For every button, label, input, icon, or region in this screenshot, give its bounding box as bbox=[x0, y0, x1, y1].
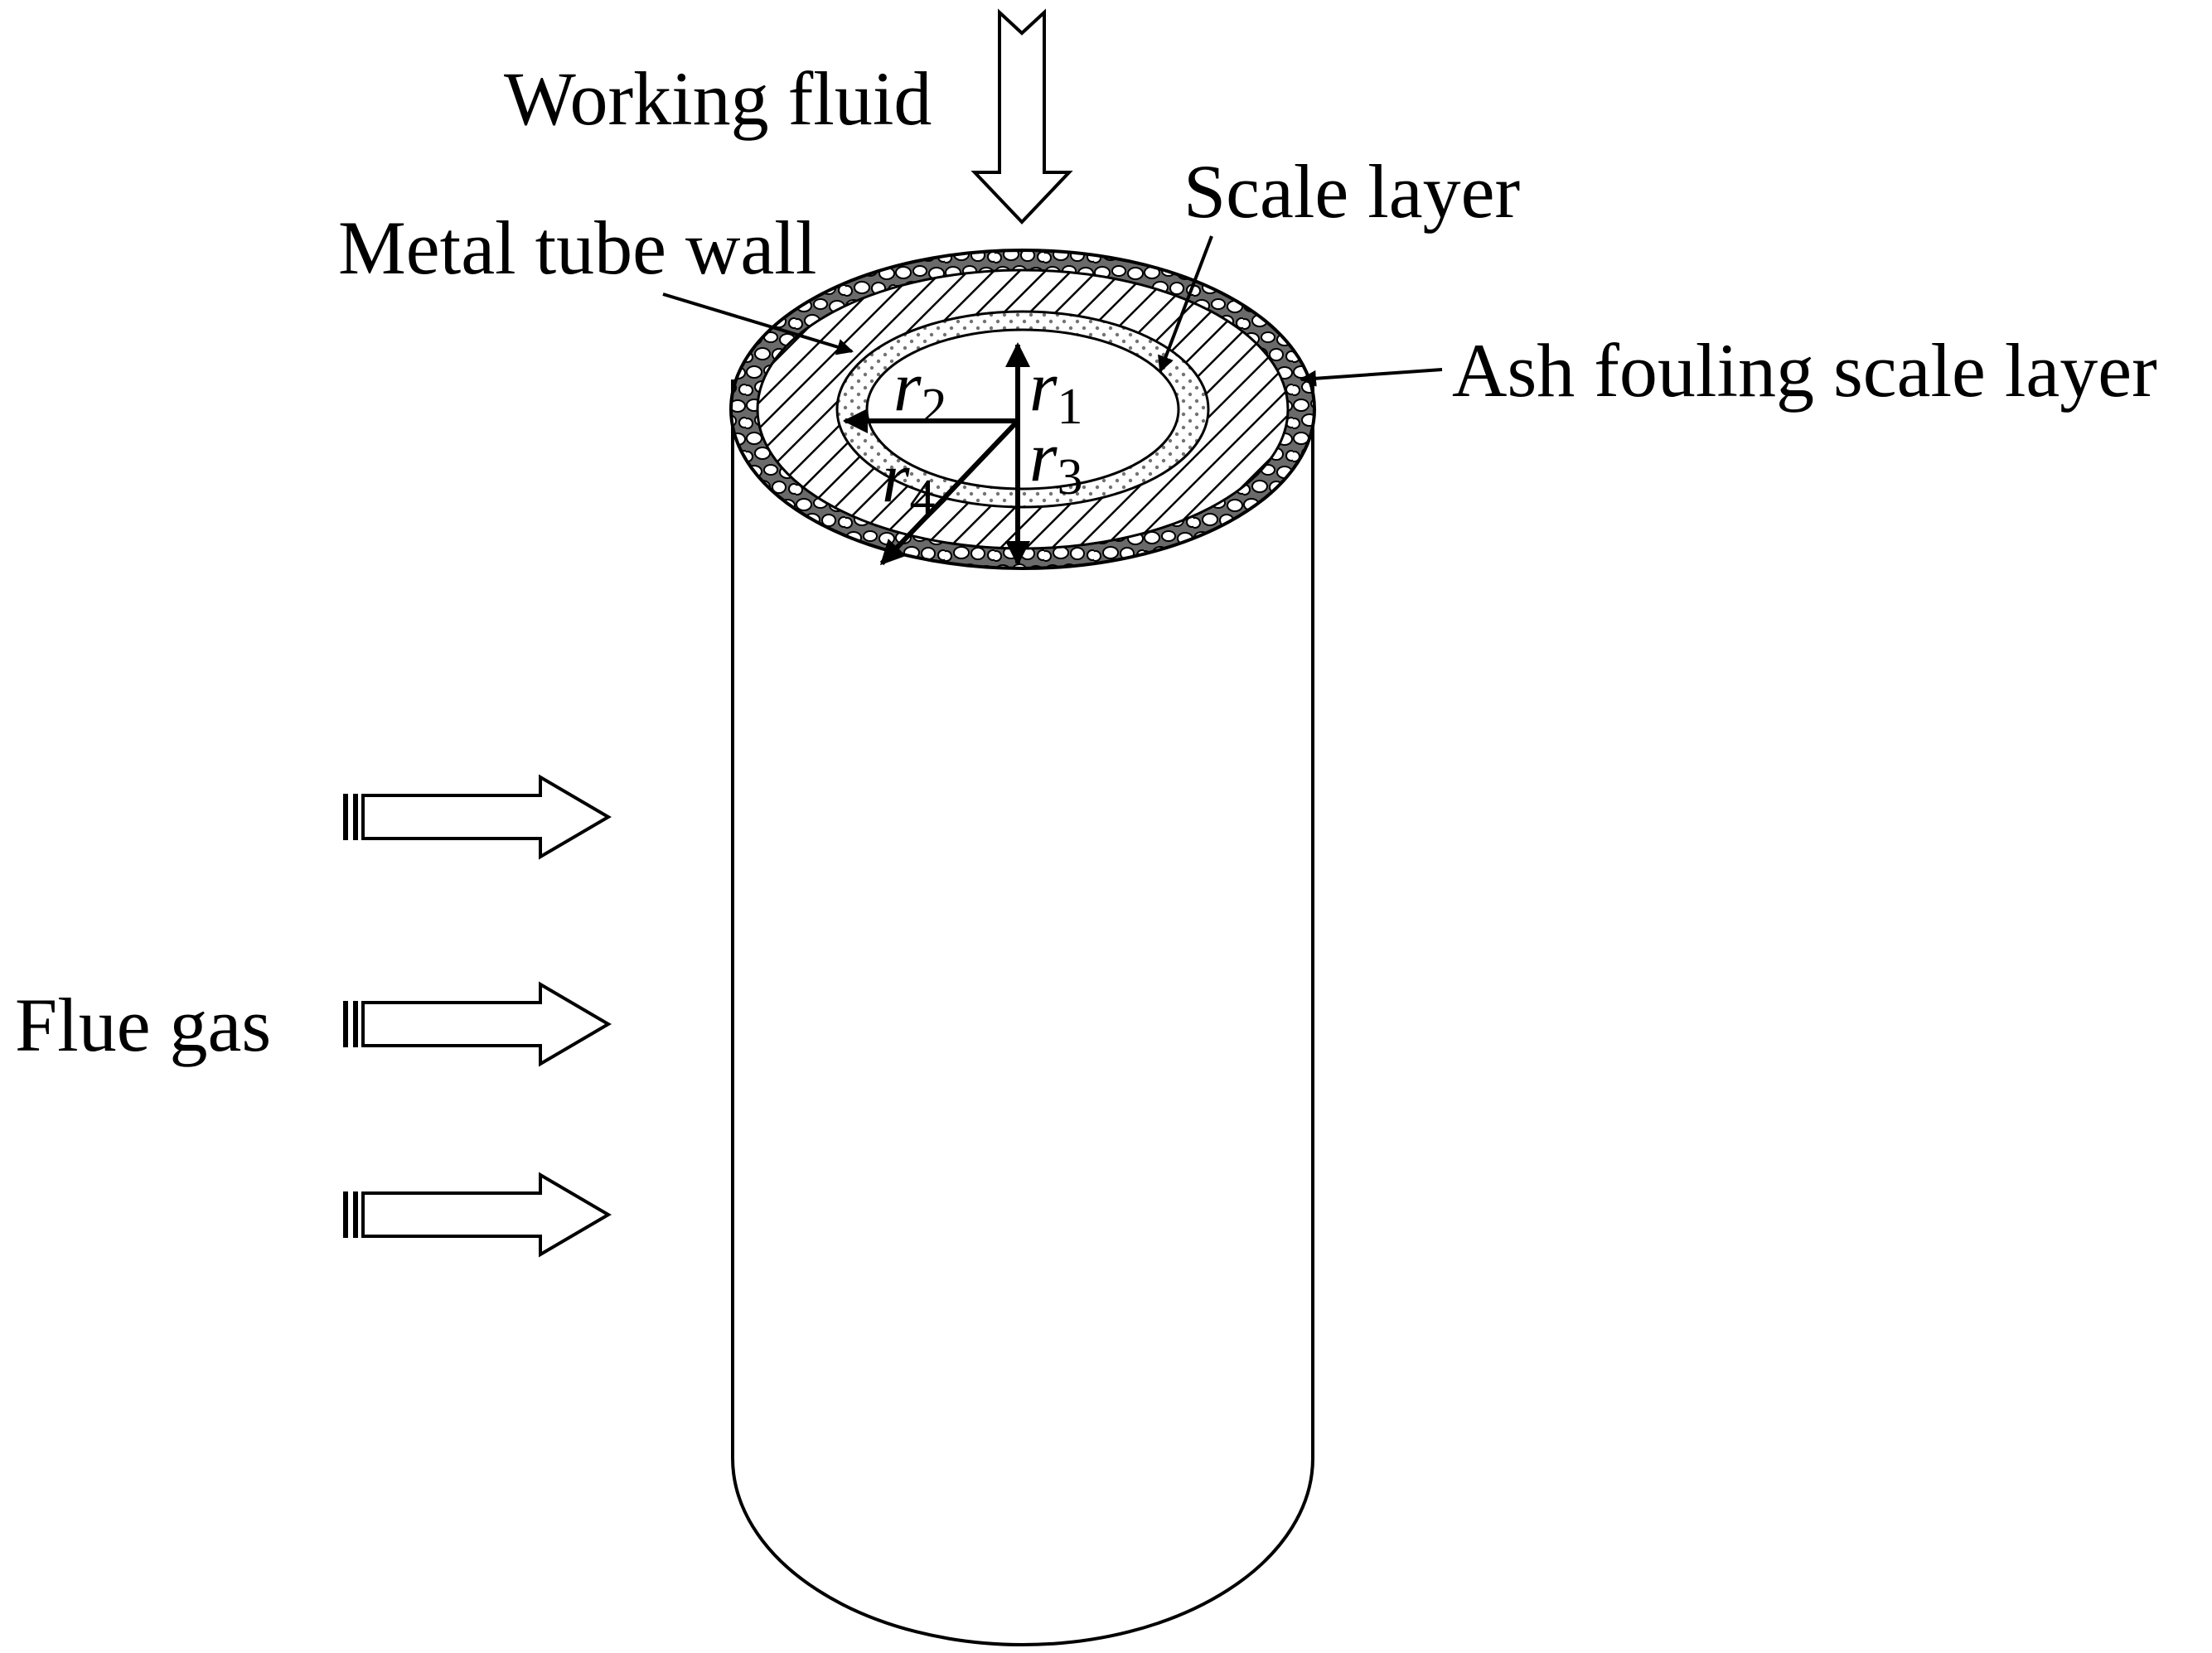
working-fluid-arrow bbox=[970, 8, 1073, 225]
metal-wall-pointer bbox=[662, 292, 854, 355]
r1-label: r1 bbox=[1029, 346, 1082, 435]
pointer-lines bbox=[662, 235, 1443, 387]
ash-layer-pointer bbox=[1300, 368, 1443, 387]
r2-label: r2 bbox=[893, 346, 946, 435]
flue-gas-label: Flue gas bbox=[15, 983, 271, 1067]
scale-layer-label: Scale layer bbox=[1183, 149, 1520, 234]
scale-layer-pointer bbox=[1158, 235, 1213, 373]
flue-gas-arrow bbox=[343, 774, 612, 860]
tube-body bbox=[731, 379, 1314, 1646]
ash-fouling-scale-layer-label: Ash fouling scale layer bbox=[1452, 328, 2157, 413]
metal-tube-wall-label: Metal tube wall bbox=[338, 205, 816, 290]
flue-gas-arrow bbox=[343, 1172, 612, 1258]
r4-label: r4 bbox=[882, 437, 935, 526]
radius-arrows bbox=[843, 342, 1030, 566]
working-fluid-label: Working fluid bbox=[504, 56, 932, 141]
flue-gas-arrow bbox=[343, 981, 612, 1067]
r3-label: r3 bbox=[1029, 417, 1082, 505]
r4-arrow bbox=[879, 418, 1020, 566]
